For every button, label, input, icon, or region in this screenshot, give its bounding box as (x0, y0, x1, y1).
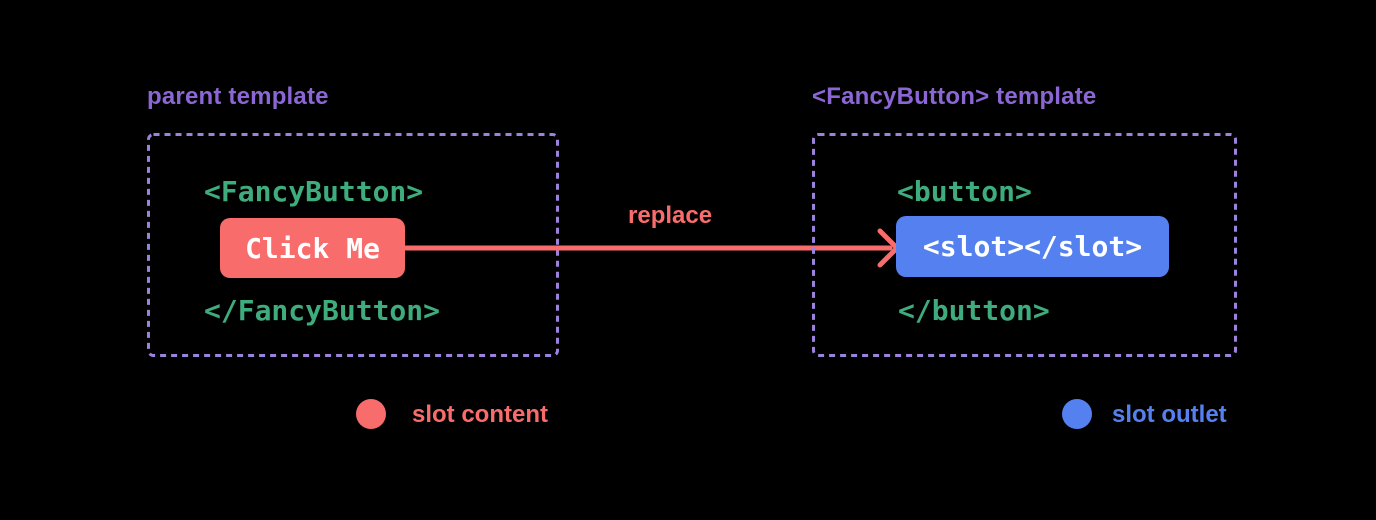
fancybutton-template-box: <button> <slot></slot> </button> (812, 133, 1237, 357)
fancybutton-template-label: <FancyButton> template (812, 83, 1097, 110)
parent-template-box: <FancyButton> Click Me </FancyButton> (147, 133, 559, 357)
replace-label: replace (628, 202, 713, 229)
click-me-button: Click Me (220, 218, 405, 278)
fancybutton-close-tag: </FancyButton> (204, 294, 441, 327)
parent-template-label: parent template (147, 83, 329, 110)
slot-content-dot-icon (356, 399, 386, 429)
slot-outlet-legend-label: slot outlet (1112, 401, 1227, 428)
slot-outlet-box-label: <slot></slot> (922, 230, 1143, 263)
fancybutton-open-tag: <FancyButton> (204, 175, 424, 208)
slot-outlet-dot-icon (1062, 399, 1092, 429)
button-close-tag: </button> (898, 294, 1050, 327)
button-open-tag: <button> (897, 175, 1032, 208)
dashed-border (147, 133, 559, 357)
click-me-button-label: Click Me (245, 231, 380, 265)
slot-content-legend-label: slot content (412, 401, 548, 428)
slot-outlet-box: <slot></slot> (896, 216, 1169, 277)
